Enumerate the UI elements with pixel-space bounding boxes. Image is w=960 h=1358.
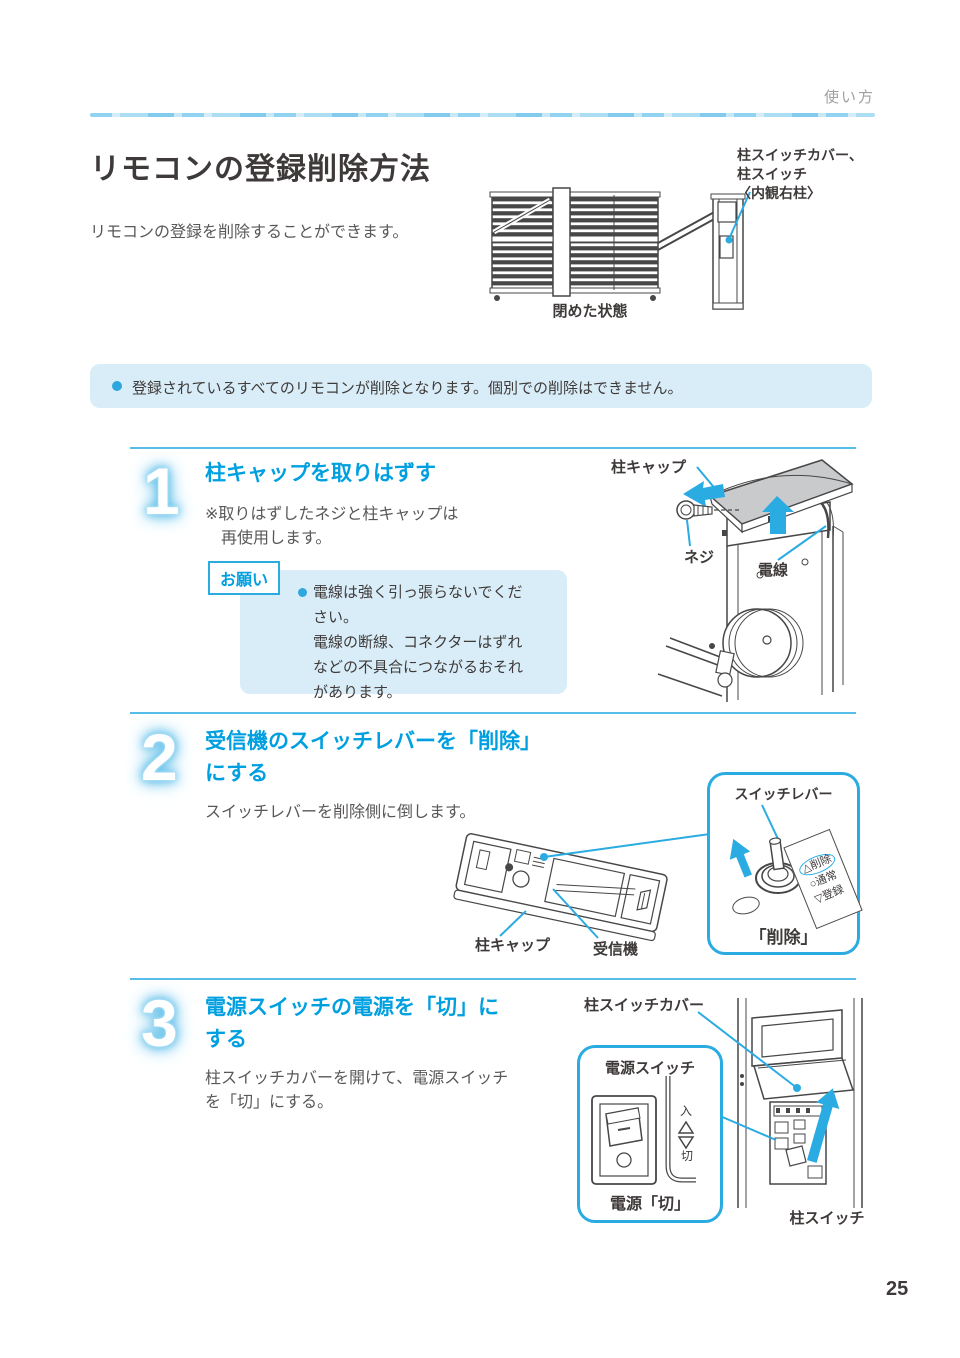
power-callout-title: 電源スイッチ bbox=[604, 1060, 695, 1077]
lever-drawing bbox=[729, 804, 801, 894]
overview-callout-label: 柱スイッチカバー、 柱スイッチ 〈内観右柱〉 bbox=[737, 147, 863, 201]
leader-line bbox=[728, 191, 751, 240]
step3-body: 柱スイッチカバーを開けて、電源スイッチ を「切」にする。 bbox=[205, 1070, 509, 1111]
step1-divider bbox=[130, 447, 856, 449]
power-off-label: 切 bbox=[681, 1149, 694, 1163]
post-switch-caption: 柱スイッチ bbox=[789, 1210, 865, 1227]
step3-number: 3 bbox=[141, 986, 178, 1060]
leader-line bbox=[686, 519, 691, 547]
cap-removal-figure bbox=[657, 459, 854, 702]
leader-line bbox=[543, 833, 710, 858]
gate-caption: 閉めた状態 bbox=[552, 303, 628, 320]
lift-arrow-icon bbox=[762, 496, 794, 534]
step1-note: ※取りはずしたネジと柱キャップは 再使用します。 bbox=[205, 506, 459, 547]
up-arrow-icon bbox=[807, 1088, 840, 1163]
bullet-icon bbox=[112, 381, 122, 391]
leader-line bbox=[499, 910, 527, 937]
gate-overview-figure bbox=[489, 187, 751, 310]
callout-connector bbox=[719, 1115, 777, 1141]
step3-heading: 電源スイッチの電源を「切」に する bbox=[205, 996, 499, 1051]
step3-divider bbox=[130, 978, 856, 980]
leader-line bbox=[552, 888, 599, 939]
notice-text: 登録されているすべてのリモコンが削除となります。個別での削除はできません。 bbox=[132, 380, 683, 397]
leader-line bbox=[761, 804, 779, 840]
request-box: 電線は強く引っ張らないでくだ さい。 電線の断線、コネクターはずれ などの不具合… bbox=[240, 570, 567, 701]
request-tag: お願い bbox=[208, 561, 281, 595]
step2-heading: 受信機のスイッチレバーを「削除」 にする bbox=[205, 730, 541, 785]
step1-heading: 柱キャップを取りはずす bbox=[205, 462, 436, 485]
receiver-label: 受信機 bbox=[593, 941, 639, 958]
cap-label: 柱キャップ bbox=[475, 937, 551, 954]
screw-label: ネジ bbox=[684, 549, 715, 566]
leader-line bbox=[697, 1011, 798, 1089]
power-switch-drawing bbox=[591, 1076, 696, 1185]
step2-number: 2 bbox=[141, 720, 178, 794]
lever-result: 「削除」 bbox=[749, 928, 818, 947]
lever-callout-title: スイッチレバー bbox=[734, 786, 833, 802]
step1-number: 1 bbox=[143, 454, 180, 528]
post-switch-figure bbox=[697, 998, 863, 1208]
leader-dot bbox=[793, 1084, 801, 1092]
intro-text: リモコンの登録を削除することができます。 bbox=[90, 224, 409, 241]
step2-body: スイッチレバーを削除側に倒します。 bbox=[205, 804, 476, 821]
lever-callout: スイッチレバー △削除 ○通常 ▽登録 「削除」 bbox=[707, 772, 863, 955]
leader-line bbox=[777, 525, 827, 561]
cover-label: 柱スイッチカバー bbox=[584, 997, 705, 1014]
section-header: 使い方 bbox=[823, 89, 875, 106]
page-number: 25 bbox=[886, 1278, 909, 1300]
leader-line bbox=[696, 466, 718, 492]
leader-dot bbox=[725, 236, 733, 244]
up-arrow-icon bbox=[729, 838, 752, 878]
receiver-figure bbox=[453, 833, 710, 942]
page-title: リモコンの登録削除方法 bbox=[90, 153, 431, 186]
power-result: 電源「切」 bbox=[609, 1196, 690, 1213]
wire-label: 電線 bbox=[758, 562, 789, 579]
step2-divider bbox=[130, 712, 856, 714]
brush-divider bbox=[90, 113, 875, 117]
request-text: 電線は強く引っ張らないでくだ さい。 電線の断線、コネクターはずれ などの不具合… bbox=[313, 584, 524, 701]
power-callout: 電源スイッチ 入 切 電源「切」 bbox=[577, 1045, 723, 1223]
cap-label: 柱キャップ bbox=[611, 459, 687, 476]
bullet-icon bbox=[298, 588, 307, 597]
notice-box: 登録されているすべてのリモコンが削除となります。個別での削除はできません。 bbox=[90, 364, 872, 408]
power-on-label: 入 bbox=[680, 1104, 693, 1118]
